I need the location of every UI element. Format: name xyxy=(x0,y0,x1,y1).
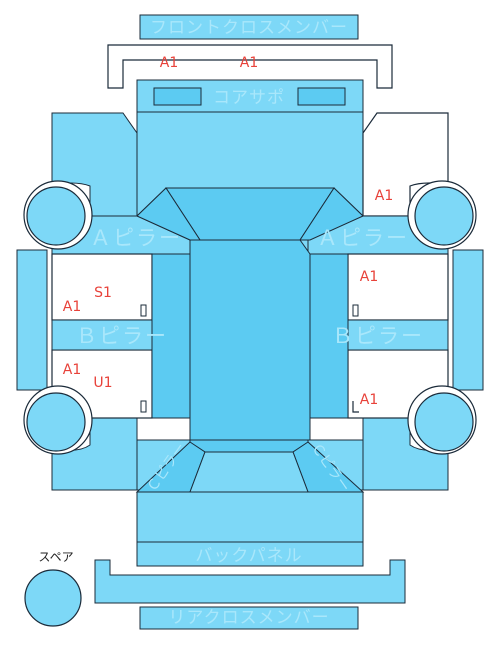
code-front-cross-right: A1 xyxy=(240,55,258,71)
trunk-lid[interactable] xyxy=(136,491,364,543)
code-right-rear-door: A1 xyxy=(360,392,378,408)
right-rocker-panel[interactable] xyxy=(452,249,484,391)
headlight-left xyxy=(153,87,202,106)
left-side-sill[interactable] xyxy=(151,253,191,419)
right-side-sill[interactable] xyxy=(309,253,349,419)
back-panel[interactable] xyxy=(136,541,364,567)
b-pillar-right-label: Ｂピラー xyxy=(332,324,424,348)
wheel-front-right[interactable] xyxy=(414,186,474,246)
wheel-rear-left[interactable] xyxy=(26,392,86,452)
wheel-rear-right[interactable] xyxy=(414,392,474,452)
front-cross-member[interactable] xyxy=(139,14,359,40)
door-handle-right-front xyxy=(352,304,359,317)
wheel-front-left[interactable] xyxy=(26,186,86,246)
code-left-rear-door-lower: U1 xyxy=(93,375,112,391)
a-pillar-inner-left xyxy=(136,187,201,241)
front-bumper-bracket[interactable] xyxy=(107,44,393,89)
rear-bumper[interactable] xyxy=(94,559,406,604)
door-handle-left-rear xyxy=(140,400,147,413)
code-front-cross-left: A1 xyxy=(160,55,178,71)
b-pillar-left-label: Ｂピラー xyxy=(76,324,168,348)
core-support-label: コアサポ xyxy=(213,88,285,108)
headlight-right xyxy=(297,87,346,106)
a-pillar-inner-right xyxy=(299,187,364,241)
rear-cross-member-label: リアクロスメンバー xyxy=(168,608,329,628)
code-left-front-door-lower: A1 xyxy=(63,299,81,315)
code-left-rear-door-upper: A1 xyxy=(63,362,81,378)
a-pillar-left-label: Ａピラー xyxy=(90,226,182,250)
left-rocker-panel[interactable] xyxy=(16,249,48,391)
code-right-front-fender: A1 xyxy=(375,188,393,204)
a-pillar-right-label: Ａピラー xyxy=(317,226,409,250)
rear-cross-member[interactable] xyxy=(139,606,359,630)
roof[interactable] xyxy=(189,239,311,441)
code-right-front-door: A1 xyxy=(360,269,378,285)
spare-label: スペア xyxy=(38,550,73,564)
back-panel-label: バックパネル xyxy=(195,546,302,566)
right-front-door[interactable] xyxy=(347,253,449,321)
door-handle-right-rear xyxy=(352,401,359,413)
spare-tire[interactable] xyxy=(24,569,82,627)
door-handle-left-front xyxy=(140,304,147,317)
code-left-front-door-upper: S1 xyxy=(94,285,112,301)
left-front-door[interactable] xyxy=(51,253,153,321)
front-cross-member-label: フロントクロスメンバー xyxy=(150,18,348,38)
rear-window[interactable] xyxy=(189,451,309,493)
